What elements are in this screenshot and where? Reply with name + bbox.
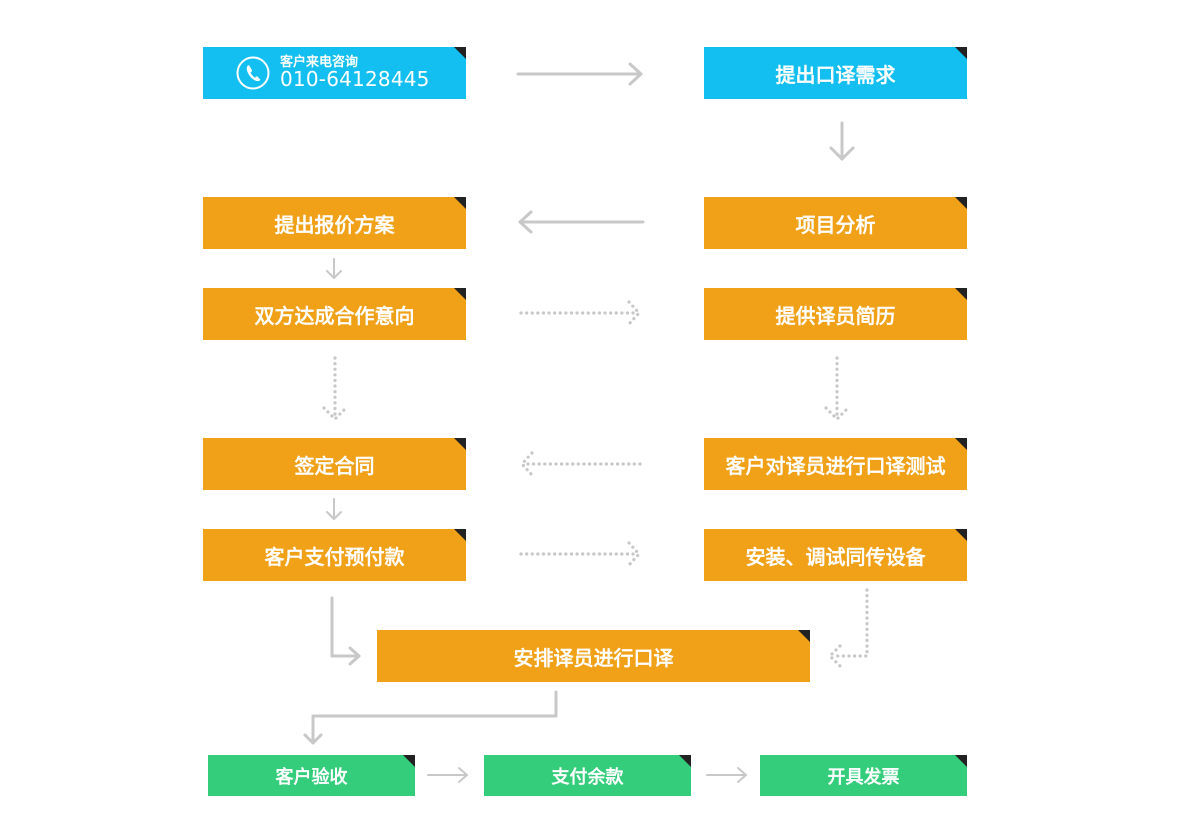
dotted-arrow-down-icon	[824, 356, 850, 422]
step-cooperation-intent: 双方达成合作意向	[203, 288, 466, 340]
box-corner-fold	[679, 755, 691, 767]
step-label: 双方达成合作意向	[254, 303, 415, 328]
step-project-analysis: 项目分析	[704, 197, 967, 249]
consult-phone-number: 010-64128445	[280, 67, 430, 92]
box-corner-fold	[403, 755, 415, 767]
consult-text: 客户来电咨询 010-64128445	[280, 56, 430, 91]
elbow-arrow-icon	[303, 690, 558, 745]
step-prepayment: 客户支付预付款	[203, 529, 466, 581]
box-corner-fold	[955, 288, 967, 300]
box-corner-fold	[454, 47, 466, 59]
box-corner-fold	[454, 288, 466, 300]
step-label: 项目分析	[795, 212, 876, 237]
elbow-arrow-icon	[330, 596, 361, 666]
arrow-left-icon	[518, 210, 645, 234]
box-corner-fold	[955, 197, 967, 209]
phone-icon	[236, 56, 270, 90]
step-customer-consultation: 客户来电咨询 010-64128445	[203, 47, 466, 99]
arrow-right-icon	[706, 767, 747, 783]
step-label: 安装、调试同传设备	[745, 544, 926, 569]
step-label: 提供译员简历	[775, 303, 896, 328]
arrow-right-icon	[516, 62, 643, 86]
step-pay-balance: 支付余款	[484, 755, 691, 796]
step-label: 提出口译需求	[775, 62, 896, 87]
consult-label: 客户来电咨询	[280, 54, 359, 70]
step-label: 签定合同	[294, 453, 375, 478]
step-arrange-interpreter: 安排译员进行口译	[377, 630, 810, 682]
step-submit-request: 提出口译需求	[704, 47, 967, 99]
box-corner-fold	[955, 47, 967, 59]
dotted-elbow-arrow-icon	[827, 588, 869, 668]
dotted-arrow-right-icon	[519, 300, 642, 326]
arrow-down-icon	[829, 121, 855, 161]
step-install-equipment: 安装、调试同传设备	[704, 529, 967, 581]
box-corner-fold	[798, 630, 810, 642]
box-corner-fold	[955, 529, 967, 541]
box-corner-fold	[454, 197, 466, 209]
arrow-right-icon	[427, 767, 468, 783]
step-sign-contract: 签定合同	[203, 438, 466, 490]
box-corner-fold	[955, 755, 967, 767]
step-customer-acceptance: 客户验收	[208, 755, 415, 796]
dotted-arrow-down-icon	[322, 356, 348, 422]
box-corner-fold	[454, 529, 466, 541]
arrow-down-icon	[326, 498, 342, 520]
box-corner-fold	[454, 438, 466, 450]
step-label: 客户支付预付款	[264, 544, 405, 569]
step-quote-proposal: 提出报价方案	[203, 197, 466, 249]
step-issue-invoice: 开具发票	[760, 755, 967, 796]
step-interpreter-test: 客户对译员进行口译测试	[704, 438, 967, 490]
box-corner-fold	[955, 438, 967, 450]
step-label: 客户验收	[275, 766, 348, 788]
step-label: 提出报价方案	[274, 212, 395, 237]
step-label: 安排译员进行口译	[513, 645, 674, 670]
step-label: 客户对译员进行口译测试	[725, 453, 946, 478]
step-provide-resume: 提供译员简历	[704, 288, 967, 340]
step-label: 开具发票	[827, 766, 900, 788]
dotted-arrow-left-icon	[519, 451, 642, 477]
arrow-down-icon	[326, 258, 342, 279]
step-label: 支付余款	[551, 766, 624, 788]
dotted-arrow-right-icon	[519, 541, 642, 567]
